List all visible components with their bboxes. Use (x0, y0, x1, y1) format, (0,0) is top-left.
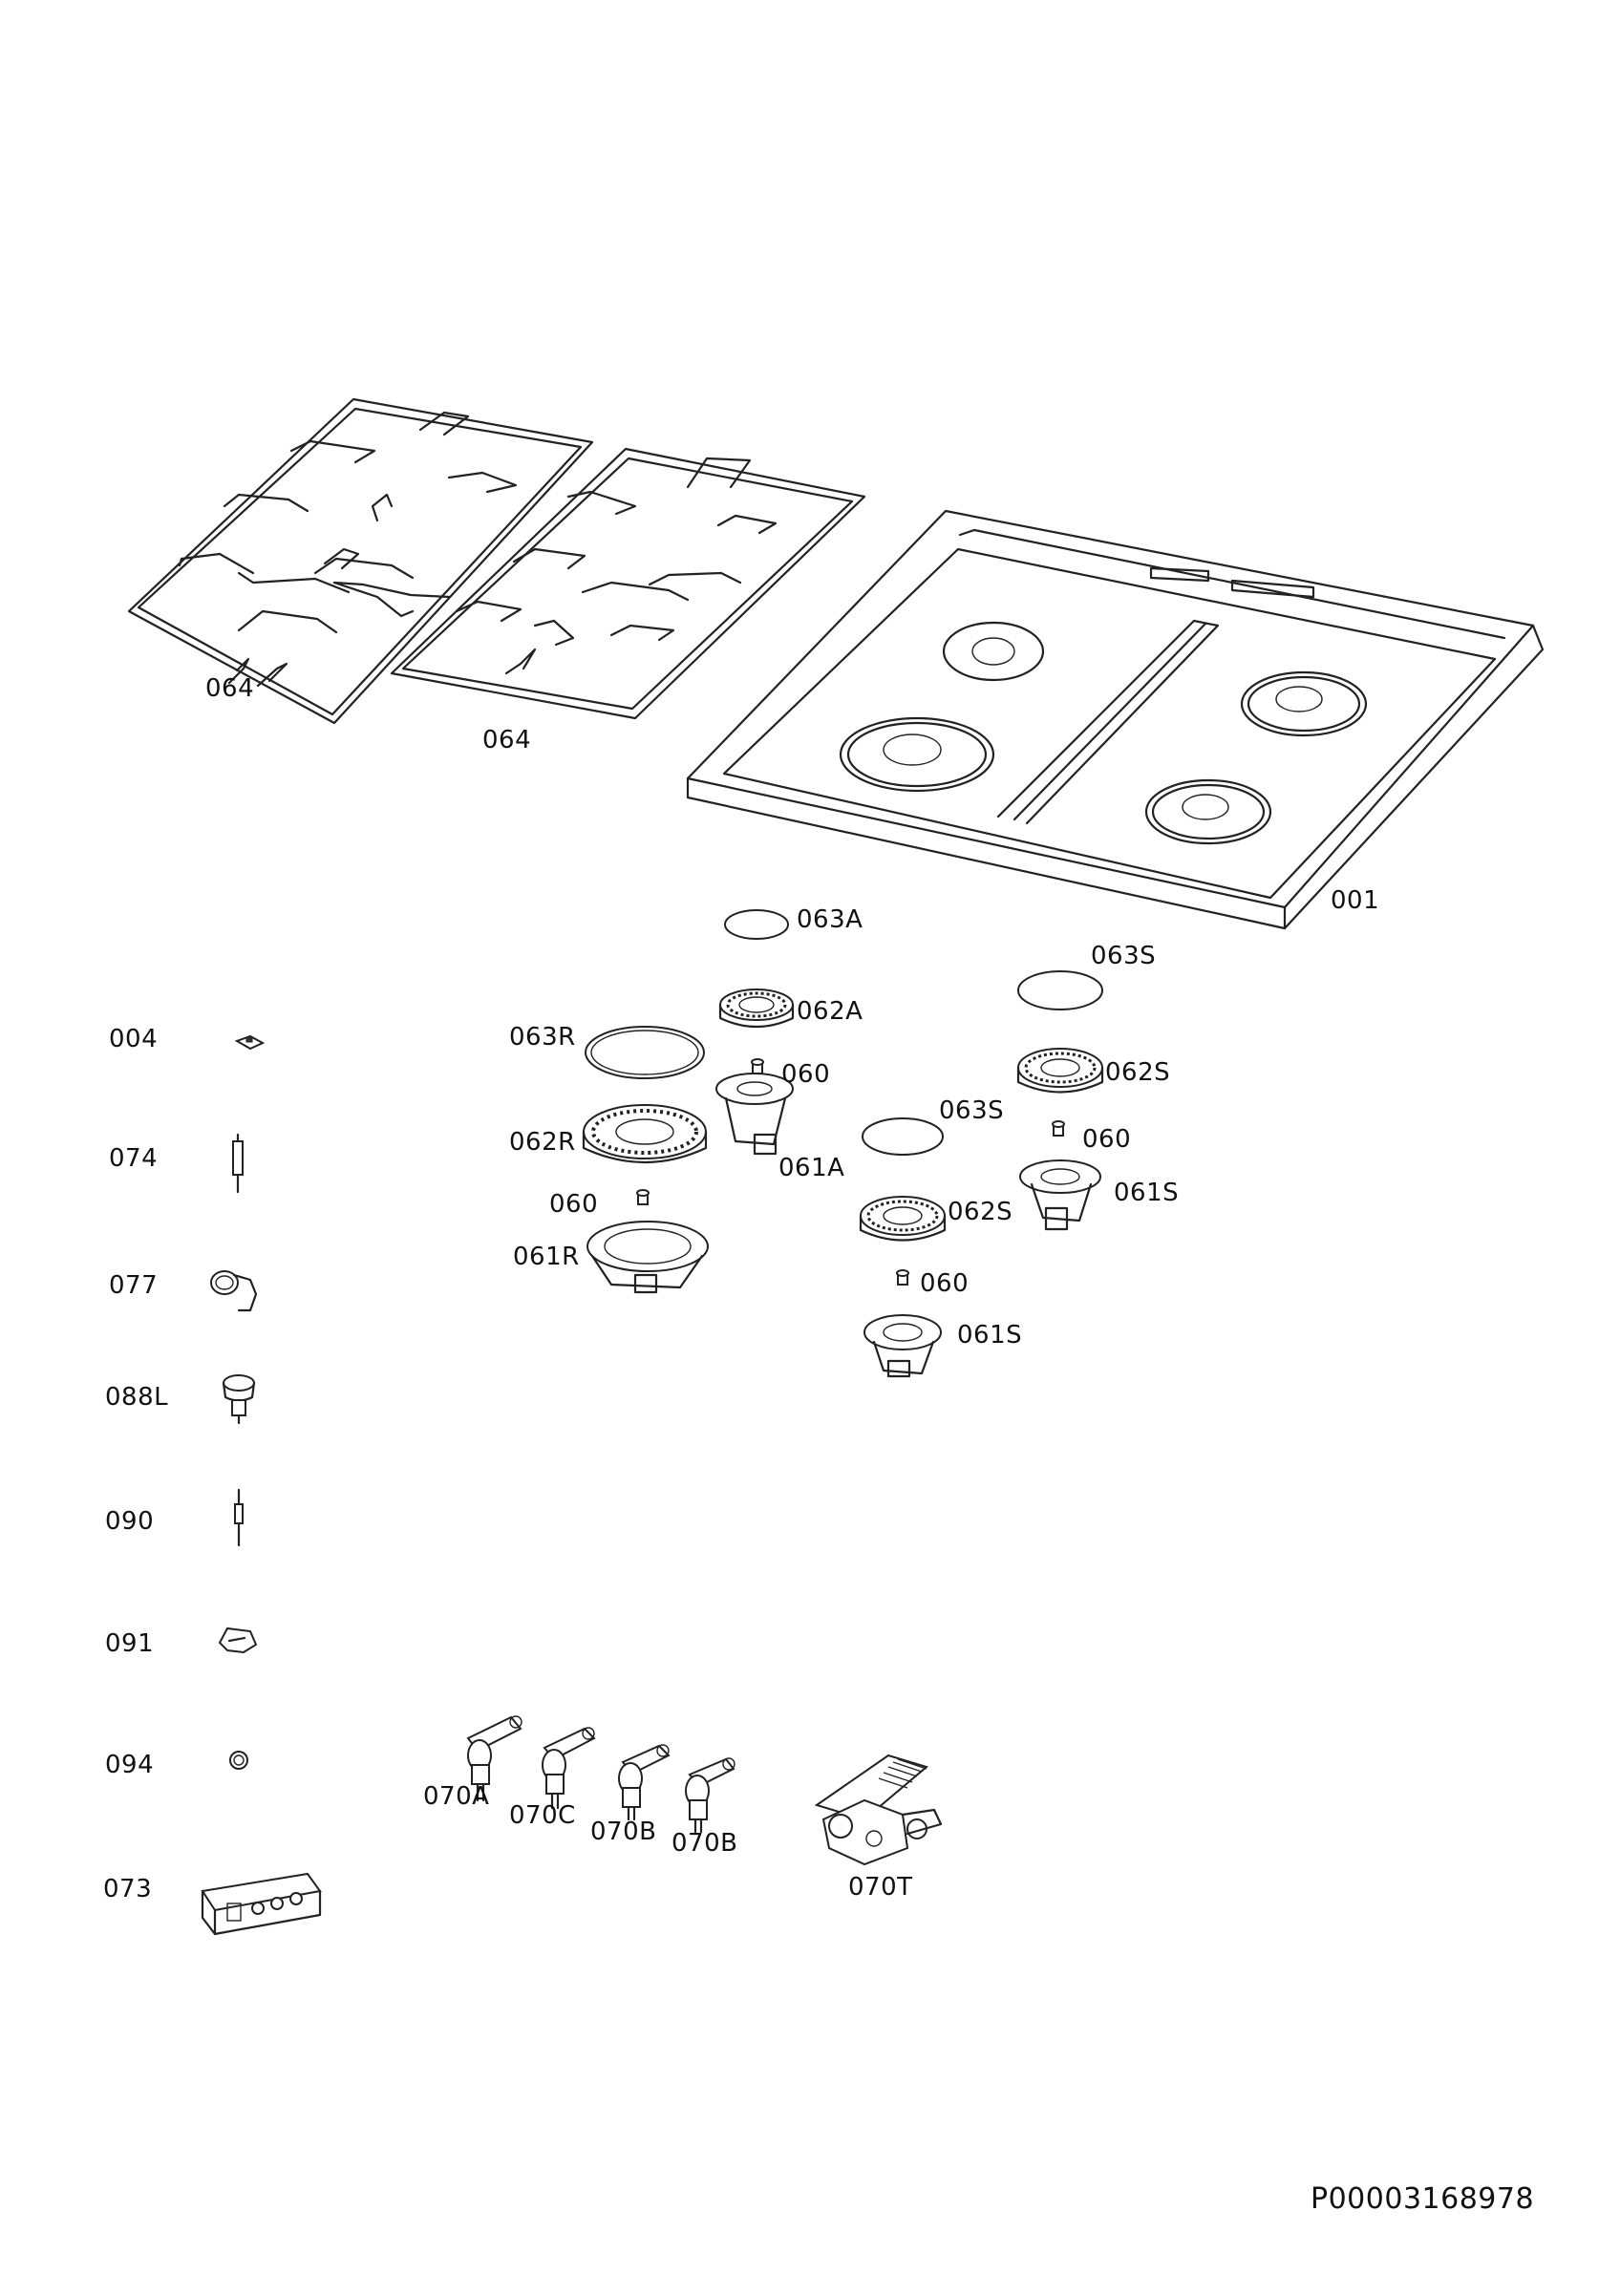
injector-auxiliary (751, 1058, 764, 1074)
part-091-clip (218, 1626, 258, 1654)
label-cap-rapid: 063R (509, 1023, 576, 1052)
label-cap-semi-right: 063S (1091, 942, 1157, 970)
burner-crown-semi-center (859, 1196, 947, 1242)
part-094-washer (229, 1751, 248, 1770)
label-part-094: 094 (105, 1751, 155, 1779)
burner-cup-auxiliary (715, 1073, 794, 1156)
label-tap-070a: 070A (423, 1782, 490, 1811)
part-090-spark-plug (234, 1488, 244, 1547)
label-part-091: 091 (105, 1629, 155, 1658)
gas-tap-070t-thermostat (814, 1754, 943, 1866)
label-part-088l: 088L (105, 1383, 169, 1412)
document-id: P00003168978 (1311, 2182, 1535, 2216)
label-crown-semi-center: 062S (948, 1198, 1013, 1226)
burner-crown-semi-right (1016, 1048, 1104, 1094)
label-part-077: 077 (109, 1271, 159, 1300)
gas-tap-070a (466, 1715, 522, 1802)
injector-rapid (636, 1189, 650, 1205)
label-injector-semi-right: 060 (1082, 1125, 1132, 1154)
burner-cap-semi-center (862, 1117, 944, 1156)
pan-support-grid-right (390, 447, 866, 720)
gas-tap-070c (542, 1727, 596, 1810)
burner-crown-auxiliary (718, 989, 795, 1029)
label-hob-top: 001 (1331, 886, 1380, 915)
gas-tap-070b-1 (618, 1744, 671, 1821)
label-grid-left: 064 (205, 674, 255, 703)
label-tap-070b-1: 070B (590, 1818, 657, 1846)
hob-top (686, 509, 1545, 930)
label-tap-070c: 070C (509, 1801, 576, 1830)
label-crown-auxiliary: 062A (797, 997, 863, 1026)
part-077-elbow (210, 1270, 258, 1312)
burner-cup-semi-right (1019, 1159, 1101, 1231)
label-injector-semi-center: 060 (920, 1269, 970, 1298)
label-grid-right: 064 (482, 726, 532, 755)
part-074-thermocouple (232, 1133, 244, 1194)
label-part-004: 004 (109, 1025, 159, 1053)
label-part-090: 090 (105, 1507, 155, 1536)
label-tap-070t: 070T (848, 1873, 913, 1902)
burner-cap-rapid (585, 1026, 705, 1079)
label-cup-rapid: 061R (513, 1243, 580, 1271)
label-cup-semi-right: 061S (1114, 1179, 1180, 1207)
pan-support-grid-left (127, 397, 594, 725)
burner-cup-rapid (586, 1221, 709, 1294)
label-part-074: 074 (109, 1144, 159, 1173)
label-injector-auxiliary: 060 (781, 1060, 831, 1089)
label-crown-rapid: 062R (509, 1128, 576, 1157)
burner-cup-semi-center (863, 1314, 942, 1378)
burner-cap-semi-right (1017, 970, 1103, 1010)
label-cup-semi-center: 061S (957, 1321, 1023, 1350)
burner-cap-auxiliary (724, 909, 789, 940)
part-004 (234, 1034, 266, 1051)
label-cap-semi-center: 063S (939, 1096, 1005, 1125)
label-crown-semi-right: 062S (1105, 1058, 1171, 1087)
injector-semi-right (1052, 1120, 1065, 1137)
part-073-ignition-switch (201, 1872, 322, 1936)
gas-tap-070b-2 (685, 1757, 735, 1834)
label-tap-070b-2: 070B (671, 1829, 738, 1858)
label-part-073: 073 (103, 1875, 153, 1903)
label-injector-rapid: 060 (549, 1190, 599, 1219)
burner-crown-rapid (582, 1104, 708, 1164)
part-088l-knob (222, 1374, 256, 1425)
injector-semi-center (896, 1269, 909, 1286)
label-cup-auxiliary: 061A (778, 1154, 845, 1182)
label-cap-auxiliary: 063A (797, 905, 863, 934)
